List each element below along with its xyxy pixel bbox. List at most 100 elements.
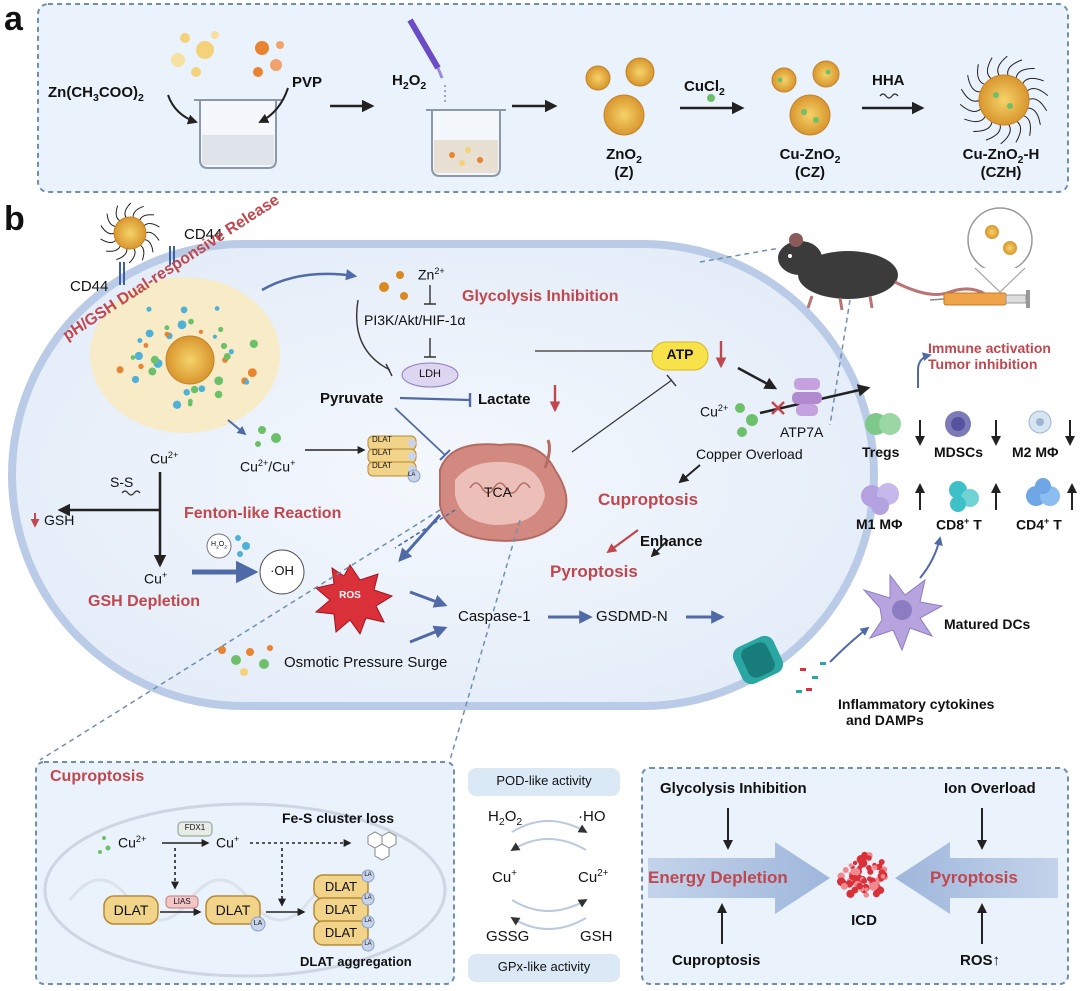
endosome-ion [164,331,170,337]
ligand-ray [997,55,1008,77]
tca-to-atp [571,379,673,453]
cu2-label-left: Cu2+ [150,450,179,467]
tca-label: TCA [484,484,512,500]
fdx1-label: FDX1 [184,823,206,832]
la-agg-label-3: LA [364,918,372,924]
zinc-arrow [167,94,198,125]
product-czh-abbr: (CZH) [980,164,1022,181]
pathway-label: PI3K/Akt/HIF-1α [364,312,466,328]
la-agg-label-1: LA [364,872,372,878]
endosome-ion [214,376,224,386]
cd44-label-top: CD44 [184,226,223,243]
ligand-ray [964,115,987,123]
tca-to-ros [398,514,442,563]
dlat-box-1 [103,895,159,925]
br-glycolysis-label: Glycolysis Inhibition [660,780,807,797]
icd-fragment [840,882,848,890]
injection-callout [967,207,1033,293]
dlat-agg-label-3: DLAT [324,925,358,940]
ldh-enzyme [401,362,459,388]
br-ion-overload-label: Ion Overload [944,780,1036,797]
zn-ions [379,271,408,300]
lias-label: LIAS [173,897,191,906]
ss-label: S-S [110,474,134,490]
cd44-label-left: CD44 [70,278,109,295]
icd-fragment [846,889,855,898]
release-arrow [261,269,358,292]
ros-burst [314,564,394,636]
icd-fragment [859,856,867,864]
br-pyroptosis-label: Pyroptosis [930,868,1018,887]
ligand-ray [1021,77,1044,85]
mitochondrion [439,439,568,542]
bl-cu1-label: Cu+ [216,834,240,851]
tumor-inhibition-label: Tumor inhibition [928,356,1038,372]
cycle-arc-bot-a [511,899,588,912]
ligand-ray [1027,98,1048,112]
cd8-cell [949,481,979,512]
oh-radical-label: ·OH [270,563,294,578]
ros-label: ROS [339,590,361,601]
mouse-to-cell [699,247,781,263]
bm-gsh-label: GSH [580,928,613,945]
pyruvate-label: Pyruvate [320,390,384,407]
panel-a-letter: a [4,0,23,38]
endosome-ion [198,385,206,393]
mouse-illustration [778,233,986,311]
glycolysis-title: Glycolysis Inhibition [462,288,619,305]
ligand-ray [977,64,986,86]
cytokines-label-line2: and DAMPs [846,712,924,728]
cd8-label: CD8+ T [936,516,982,533]
endosome-ion [131,375,140,384]
la-circle-2 [250,916,266,932]
cytokines-label-line1: Inflammatory cytokines [838,696,995,712]
cu-mix-ions [255,426,281,447]
ligand-ray [143,223,160,228]
cytokine-to-dc [829,626,870,663]
fes-hexagons [367,831,397,861]
syringe [929,290,1030,308]
endosome-ion [146,306,152,312]
mito-outline [43,802,447,978]
la-stack-label: LA [408,472,416,478]
osmotic-to-caspase [409,625,448,644]
icd-fragment [880,874,886,879]
endosome-ion [223,353,231,360]
la-label-2: LA [253,920,263,927]
ligand-ray [986,57,993,80]
h2o2-bubble [206,533,232,559]
ros-to-caspase [409,590,448,608]
cu2-label-right: Cu2+ [700,403,729,420]
atp7a-transporter [792,378,822,416]
pyroptosis-arrow-big [895,842,1058,914]
icd-fragment [866,855,872,861]
osmotic-particles [218,645,273,676]
dlat-stack-label-2: DLAT [372,448,392,457]
reagent-h2o2: H2O2 [392,72,427,92]
cd44-receptors [119,246,175,285]
endosome-ion [143,343,149,348]
icd-fragment [878,859,885,865]
icd-fragment [876,863,883,870]
pi3k-inhibit [424,338,436,358]
tregs-label: Tregs [862,444,900,460]
mdscs-label: MDSCs [934,444,984,460]
zn-ion-label: Zn2+ [418,266,445,283]
overload-to-cuproptosis [678,464,701,484]
product-czh-name: Cu-ZnO2-H [962,146,1040,166]
mdsc-cell [945,411,971,437]
ligand-ray [1026,107,1041,125]
copper-overload-label: Copper Overload [696,446,803,462]
endosome-ion [188,318,194,325]
product-cu-zno2-name: Cu-ZnO2 [779,146,841,166]
ligand-ray [115,205,121,222]
cytokine-dots [796,662,826,693]
endosome-ion [116,366,124,374]
pvp-arrow [258,87,289,123]
panel-a-box [37,3,1069,193]
ligand-ray [100,225,116,235]
dendritic-cell [862,573,944,652]
endosome-ion [134,351,143,361]
hha-squiggle [879,93,899,99]
cycle-arc-top-b [510,838,587,851]
